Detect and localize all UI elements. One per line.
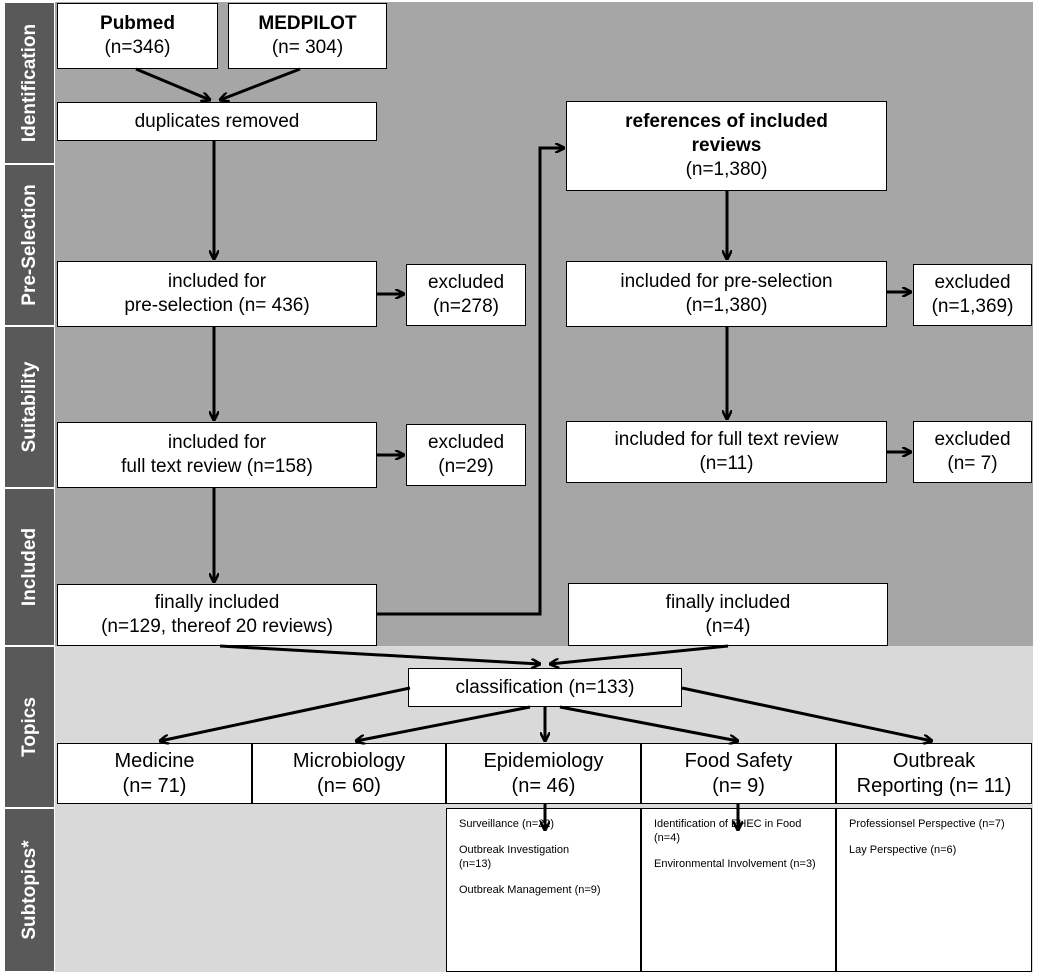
stage-identification: Identification [4, 2, 55, 164]
stage-suitability: Suitability [4, 326, 55, 488]
topic-medicine: Medicine (n= 71) [57, 743, 252, 804]
stage-topics: Topics [4, 646, 55, 808]
subtopic-item: Outbreak Management (n=9) [459, 884, 601, 896]
stage-subtopics: Subtopics* [4, 808, 55, 972]
left-fulltext-box: included for full text review (n=158) [57, 422, 377, 488]
subtopic-item: Outbreak Investigation (n=13) [459, 844, 570, 870]
subtopic-item: Environmental Involvement (n=3) [654, 858, 816, 870]
classification-box: classification (n=133) [408, 668, 682, 707]
topic-food-safety: Food Safety (n= 9) [641, 743, 836, 804]
subtopic-item: Professionsel Perspective (n=7) [849, 818, 1005, 830]
medpilot-count: (n= 304) [271, 37, 344, 58]
left-excluded-fulltext-box: excluded (n=29) [406, 424, 526, 486]
pubmed-count: (n=346) [104, 37, 171, 58]
topic-outbreak-reporting: Outbreak Reporting (n= 11) [836, 743, 1032, 804]
subtopic-item: Surveillance (n=22) [459, 818, 555, 830]
medpilot-box: MEDPILOT (n= 304) [228, 3, 387, 69]
subtopics-food-safety: Identification of EHEC in Food (n=4) Env… [641, 808, 836, 972]
topic-microbiology: Microbiology (n= 60) [252, 743, 446, 804]
right-excluded-preselection-box: excluded (n=1,369) [913, 264, 1032, 326]
stage-pre-selection: Pre-Selection [4, 164, 55, 326]
right-excluded-fulltext-box: excluded (n= 7) [913, 421, 1032, 483]
subtopics-outbreak-reporting: Professionsel Perspective (n=7) Lay Pers… [836, 808, 1032, 972]
pubmed-box: Pubmed (n=346) [57, 3, 218, 69]
subtopic-item: Identification of EHEC in Food (n=4) [654, 818, 802, 844]
references-box: references of included reviews (n=1,380) [566, 101, 887, 191]
medpilot-name: MEDPILOT [258, 13, 357, 34]
left-preselection-box: included for pre-selection (n= 436) [57, 261, 377, 327]
right-final-box: finally included (n=4) [568, 583, 888, 646]
right-fulltext-box: included for full text review (n=11) [566, 421, 887, 483]
stage-included: Included [4, 488, 55, 646]
pubmed-name: Pubmed [100, 13, 175, 34]
subtopic-item: Lay Perspective (n=6) [849, 844, 957, 856]
left-final-box: finally included (n=129, thereof 20 revi… [57, 584, 377, 646]
topic-epidemiology: Epidemiology (n= 46) [446, 743, 641, 804]
duplicates-removed-box: duplicates removed [57, 102, 377, 141]
subtopics-epidemiology: Surveillance (n=22) Outbreak Investigati… [446, 808, 641, 972]
right-preselection-box: included for pre-selection (n=1,380) [566, 261, 887, 327]
left-excluded-preselection-box: excluded (n=278) [406, 264, 526, 326]
